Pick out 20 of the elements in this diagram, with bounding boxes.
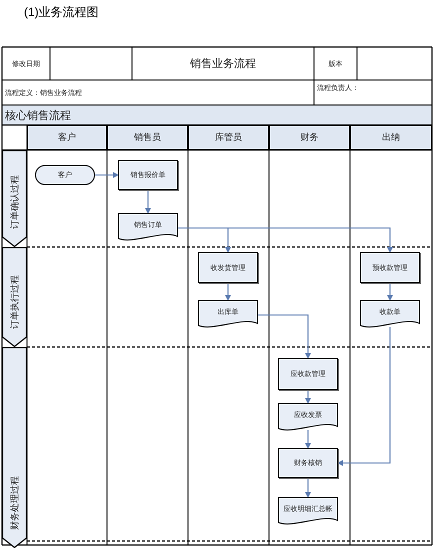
arrow (145, 190, 151, 214)
lane-header: 财务 (269, 125, 350, 150)
arrow (258, 314, 311, 359)
arrow (305, 390, 311, 404)
phase-band: 订单确认过程 (2, 150, 27, 247)
section-heading: 核心销售流程 (5, 108, 71, 122)
table-title: 销售业务流程 (190, 56, 256, 71)
arrow (337, 327, 391, 466)
arrow (225, 283, 231, 301)
arrow (95, 172, 119, 178)
lane-header: 库管员 (188, 125, 269, 150)
page-title: (1)业务流程图 (24, 4, 99, 21)
lane-header: 出纳 (350, 125, 432, 150)
arrow (305, 430, 311, 449)
arrow (387, 283, 393, 301)
arrow (305, 478, 311, 498)
lane-header: 客户 (27, 125, 107, 150)
lane-header: 销售员 (107, 125, 188, 150)
phase-band: 订单执行过程 (2, 247, 27, 347)
arrow (178, 227, 393, 253)
